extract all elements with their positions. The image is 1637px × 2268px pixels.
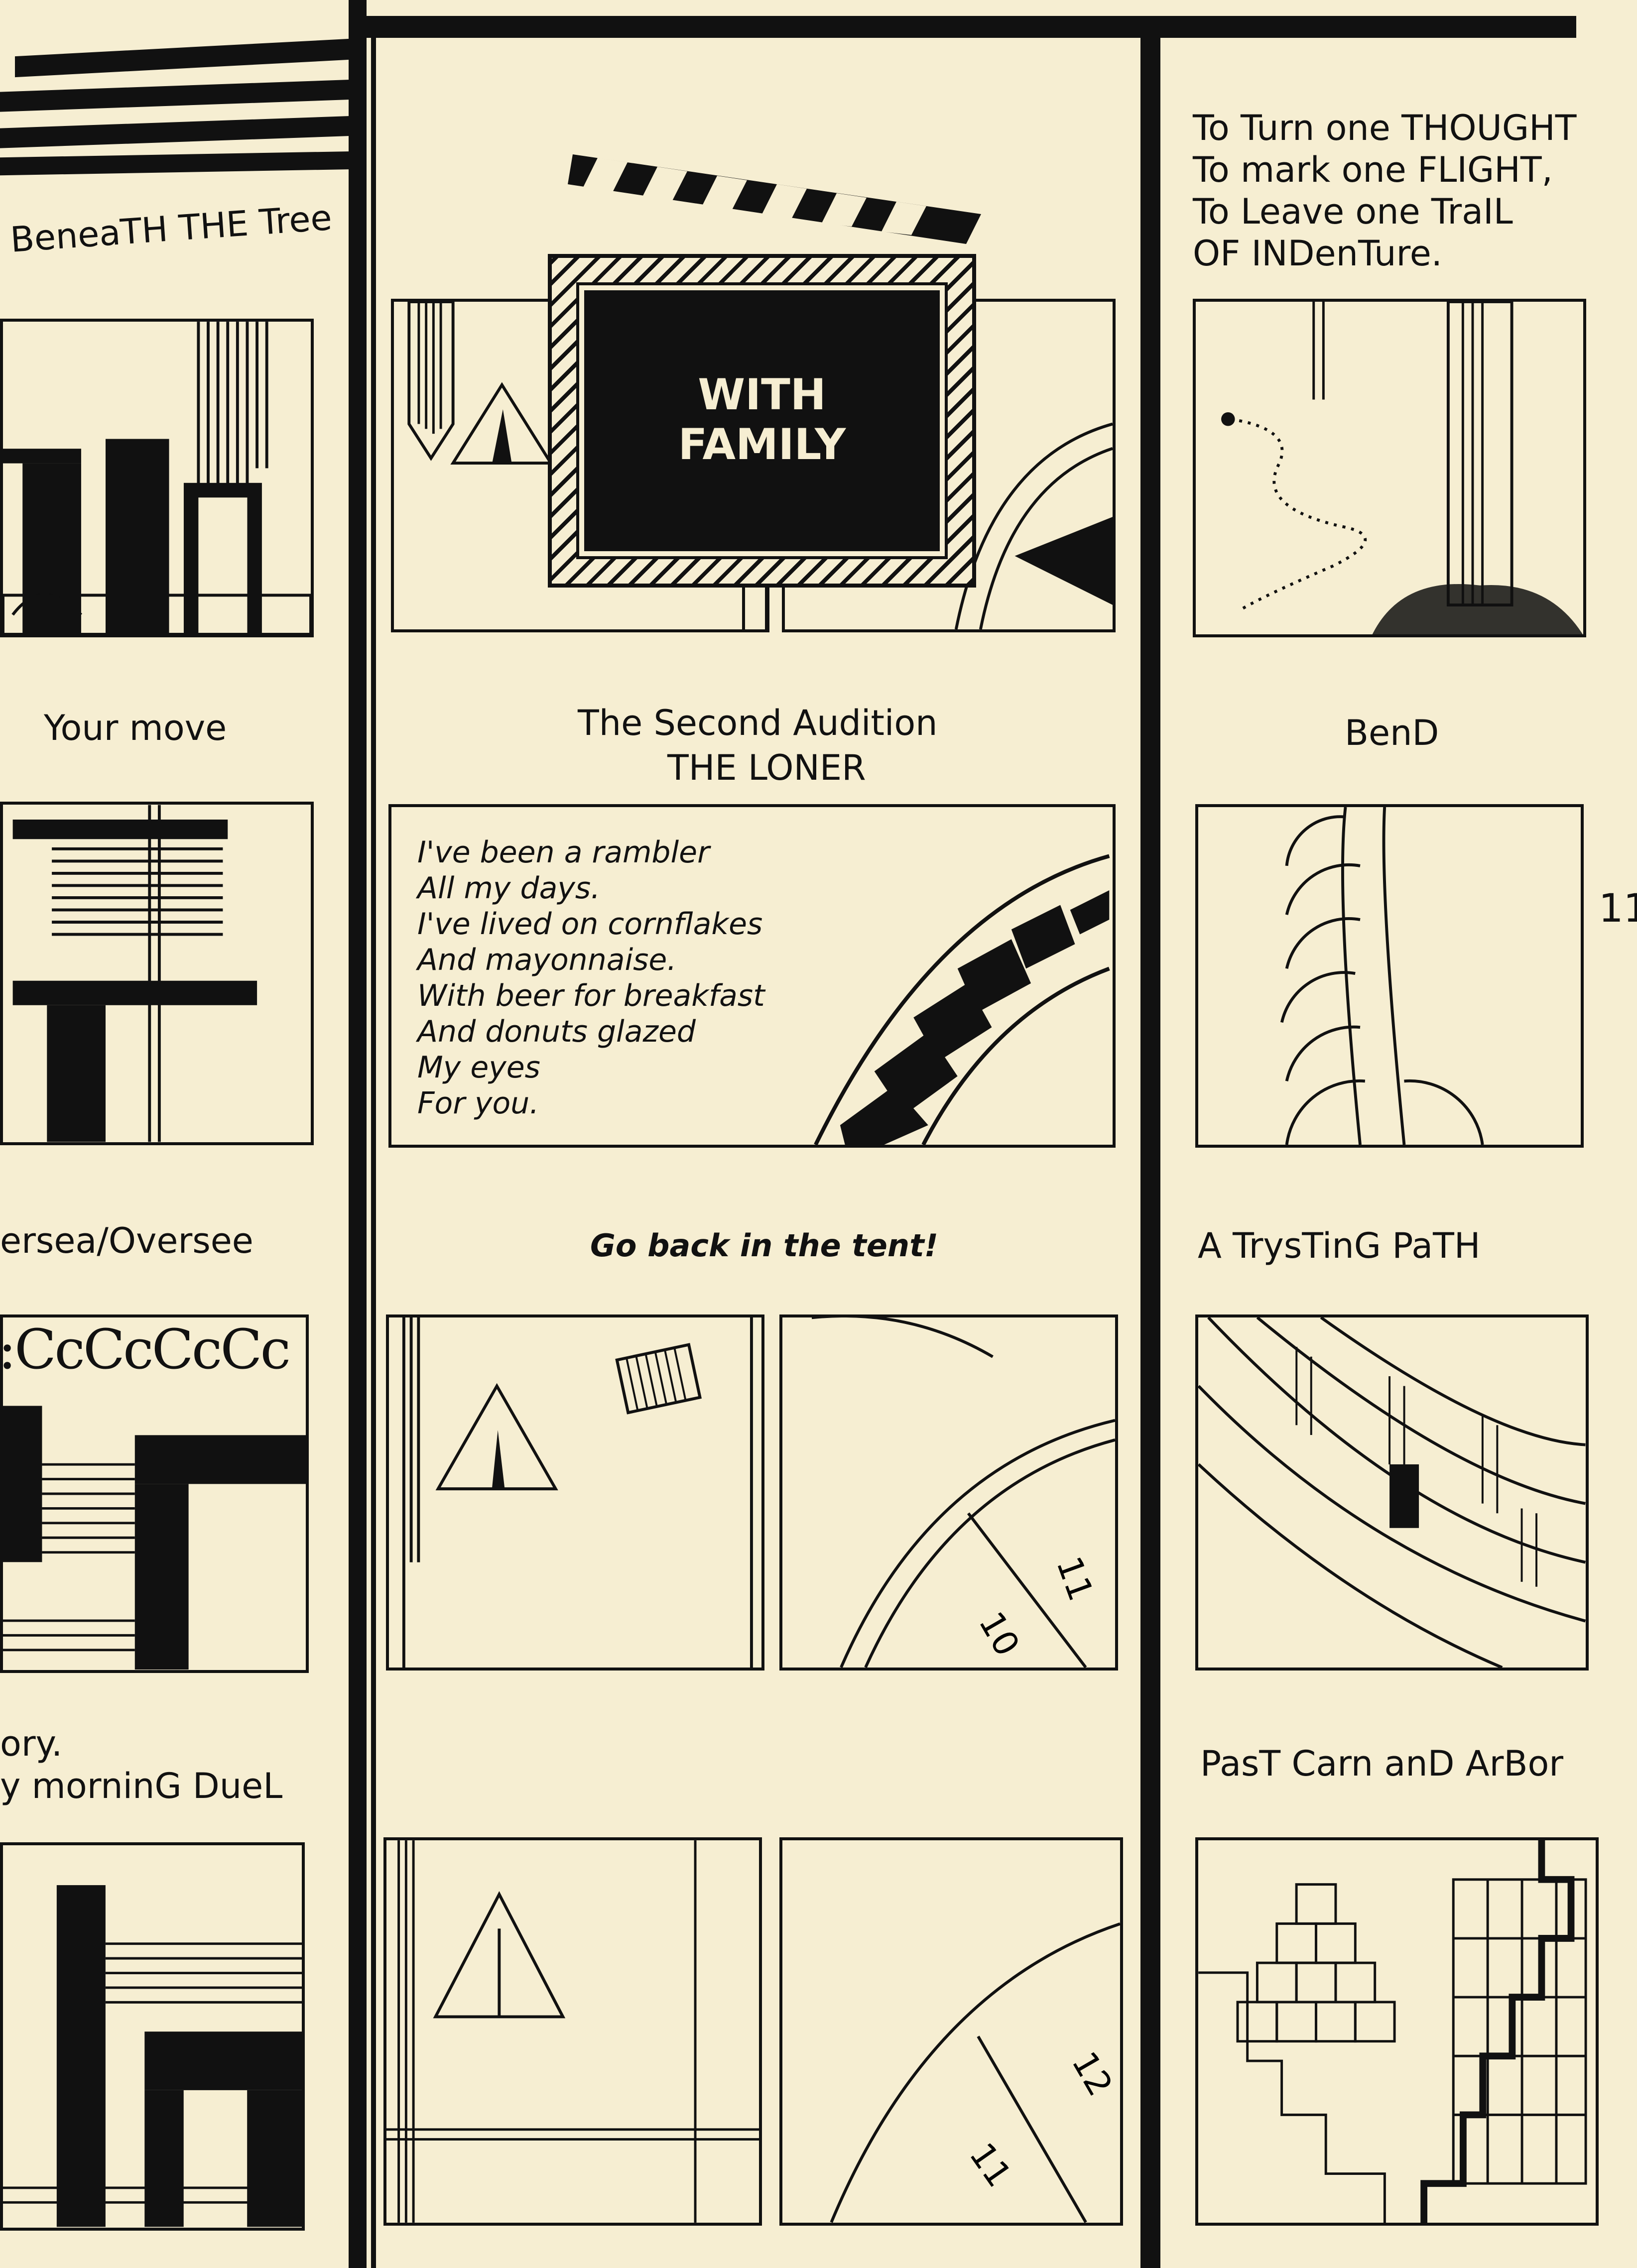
panel-clock-1: 11 10 bbox=[779, 1314, 1118, 1671]
panel-beneath-the-tree bbox=[0, 319, 314, 637]
title-the-loner: THE LONER bbox=[667, 747, 866, 788]
clapper-post bbox=[742, 588, 768, 632]
caption-trysting-path: A TrysTinG PaTH bbox=[1198, 1225, 1481, 1266]
caption-oversea: ersea/Oversee bbox=[0, 1220, 253, 1261]
panel-tent-1 bbox=[386, 1314, 764, 1671]
clapper-board-top bbox=[568, 154, 981, 244]
poem-line-3: I've lived on cornflakes bbox=[417, 907, 763, 942]
panel-turn-one-thought bbox=[1193, 299, 1586, 637]
poem-line-8: For you. bbox=[417, 1086, 539, 1121]
caption-bend: BenD bbox=[1345, 713, 1439, 753]
clapper-sign: WITH FAMILY bbox=[548, 254, 976, 588]
caption-ory: ory. bbox=[0, 1723, 63, 1764]
top-bar bbox=[366, 16, 1576, 38]
verse: To Turn one THOUGHT To mark one FLIGHT, … bbox=[1193, 107, 1576, 274]
verse-line-4: OF INDenTure. bbox=[1193, 233, 1443, 274]
caption-your-move: Your move bbox=[44, 708, 227, 748]
caption-go-back-in-the-tent: Go back in the tent! bbox=[590, 1227, 938, 1264]
clock-2-art: 12 11 bbox=[830, 1922, 1120, 2223]
stripe-4 bbox=[0, 151, 359, 176]
panel-beneath-art bbox=[3, 322, 311, 634]
verse-line-3: To Leave one TraIL bbox=[1193, 191, 1513, 232]
poem-line-2: All my days. bbox=[417, 871, 601, 906]
clapper-screen: WITH FAMILY bbox=[576, 282, 948, 559]
panel-tent-2 bbox=[383, 1837, 762, 2226]
railway-track-art bbox=[814, 854, 1110, 1145]
panel-past-carn-and-arbor bbox=[1195, 1837, 1599, 2226]
stripe-3 bbox=[0, 116, 359, 148]
clock-2-num-12: 12 bbox=[1064, 2045, 1120, 2103]
poem-line-7: My eyes bbox=[417, 1050, 540, 1085]
poem: I've been a rambler All my days. I've li… bbox=[417, 835, 765, 1121]
bend-art bbox=[1280, 807, 1484, 1145]
stripe-1 bbox=[15, 38, 359, 78]
page-number: 11 bbox=[1599, 886, 1637, 931]
caption-beneath-the-tree: BeneaTH THE Tree bbox=[9, 197, 334, 260]
thought-trail-art bbox=[1221, 302, 1583, 634]
stripe-2 bbox=[0, 79, 359, 112]
poem-line-4: And mayonnaise. bbox=[417, 943, 677, 977]
clock-1-art: 11 10 bbox=[811, 1317, 1115, 1668]
clapper-text-family: FAMILY bbox=[678, 420, 846, 470]
panel-your-move bbox=[0, 802, 314, 1145]
panel-the-loner: I've been a rambler All my days. I've li… bbox=[388, 804, 1116, 1148]
clapper-text-with: WITH bbox=[698, 370, 826, 420]
panel-duel-art bbox=[3, 1885, 302, 2227]
right-divider bbox=[1140, 20, 1160, 2268]
panel-bend bbox=[1195, 804, 1584, 1148]
panel-oversea: :CcCcCcCc bbox=[0, 1314, 309, 1673]
clock-1-num-10: 10 bbox=[971, 1605, 1027, 1663]
carn-arbor-art bbox=[1198, 1840, 1587, 2223]
panel-your-move-art bbox=[12, 805, 257, 1142]
caption-morning-duel: y morninG DueL bbox=[0, 1766, 283, 1806]
mid-left-divider bbox=[371, 20, 376, 2268]
verse-line-1: To Turn one THOUGHT bbox=[1193, 108, 1577, 148]
panel-clock-2: 12 11 bbox=[779, 1837, 1123, 2226]
panel-trysting-path bbox=[1195, 1314, 1589, 1671]
left-divider bbox=[349, 0, 367, 2268]
title-second-audition: The Second Audition bbox=[578, 703, 938, 743]
c-letters: :CcCcCcCc bbox=[0, 1317, 291, 1381]
tent-2-art bbox=[386, 1840, 759, 2223]
poem-line-1: I've been a rambler bbox=[417, 835, 710, 870]
tent-1-art bbox=[402, 1317, 753, 1668]
panel-morning-duel bbox=[0, 1842, 305, 2231]
poem-line-6: And donuts glazed bbox=[417, 1014, 696, 1049]
verse-line-2: To mark one FLIGHT, bbox=[1193, 149, 1553, 190]
caption-past-carn-and-arbor: PasT Carn anD ArBor bbox=[1200, 1743, 1564, 1784]
clock-1-num-11: 11 bbox=[1048, 1552, 1101, 1606]
poem-line-5: With beer for breakfast bbox=[417, 978, 765, 1013]
panel-oversea-art bbox=[3, 1406, 306, 1670]
trysting-art bbox=[1198, 1317, 1586, 1668]
pencil-tent-art bbox=[407, 302, 554, 465]
clock-2-num-11: 11 bbox=[961, 2136, 1019, 2195]
